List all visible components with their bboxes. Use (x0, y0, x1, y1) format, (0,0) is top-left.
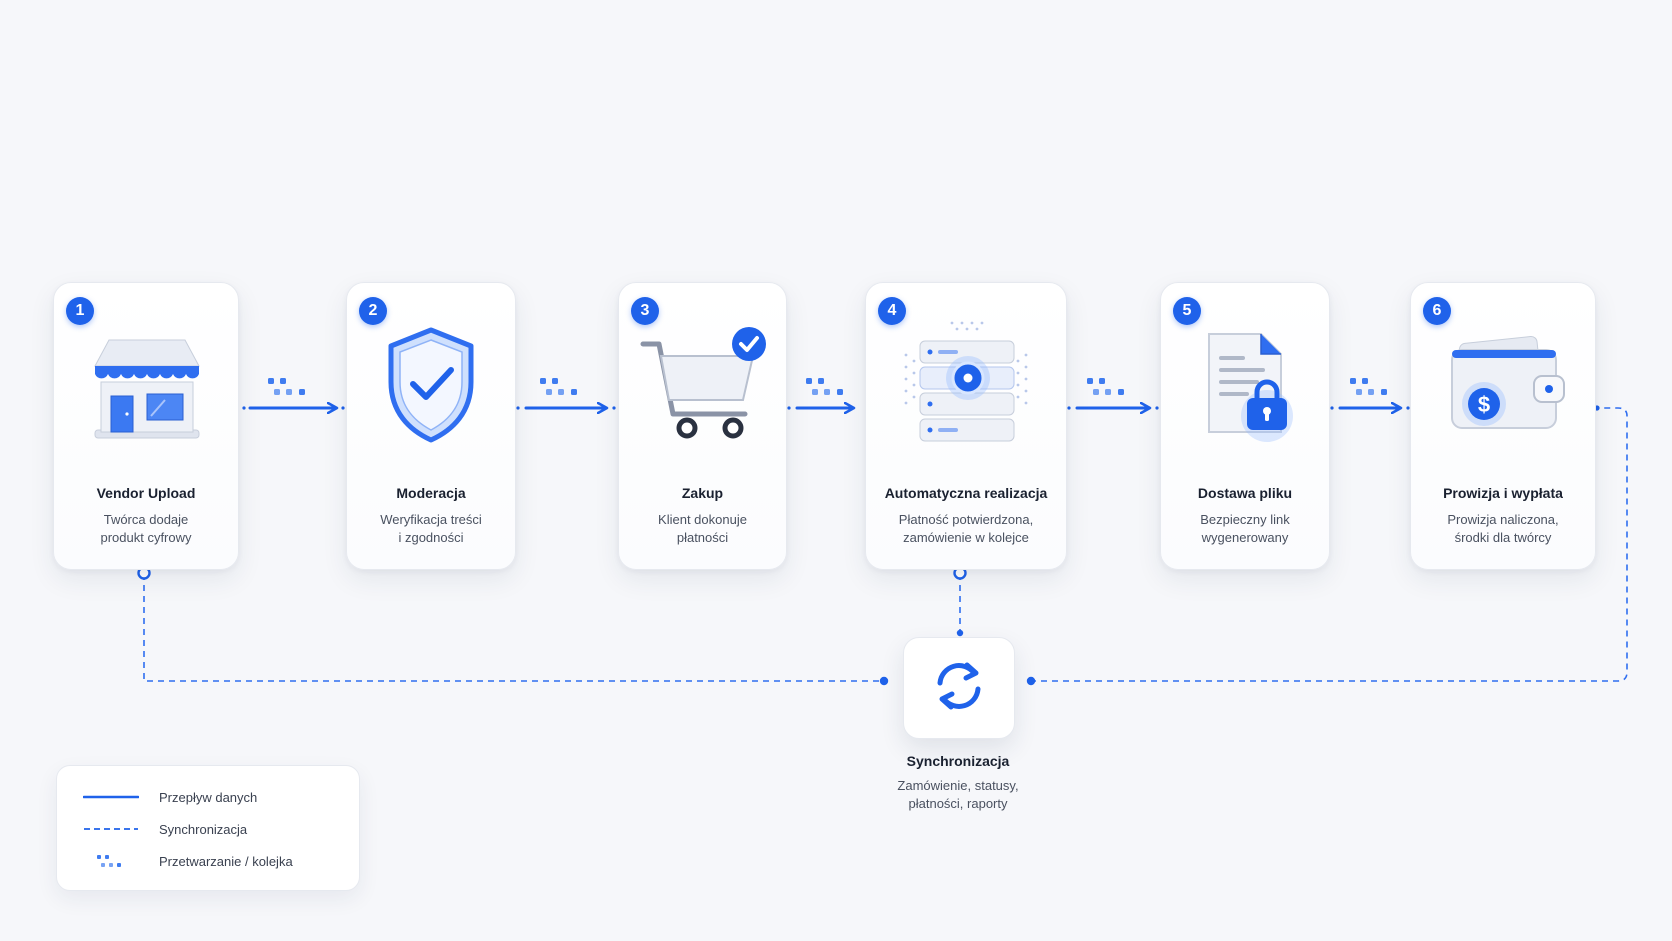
wallet-dollar-icon: $ (1438, 320, 1568, 455)
locked-document-icon (1185, 320, 1305, 455)
dashed-line-icon (83, 819, 139, 839)
step-number-badge: 3 (631, 297, 659, 325)
flow-arrow-2-3 (516, 378, 616, 410)
step-title: Vendor Upload (96, 485, 196, 501)
sync-description: Zamówienie, statusy,płatności, raporty (897, 778, 1019, 811)
step-title: Moderacja (396, 485, 466, 501)
step-number-badge: 6 (1423, 297, 1451, 325)
legend-item-dashed: Synchronizacja (83, 819, 247, 839)
step-number-badge: 4 (878, 297, 906, 325)
server-icon (886, 315, 1046, 460)
legend: Przepływ danych Synchronizacja Przetwarz… (56, 765, 360, 891)
step-card-6[interactable]: 6 $ Prowizja i wypłata Prowizja naliczon… (1410, 282, 1596, 570)
sync-hub[interactable] (903, 637, 1015, 739)
flow-arrow-4-5 (1067, 378, 1159, 410)
flow-arrow-5-6 (1330, 378, 1410, 410)
svg-text:$: $ (1478, 392, 1490, 417)
legend-label: Przepływ danych (159, 789, 258, 805)
legend-label: Synchronizacja (159, 821, 248, 837)
step-number-badge: 1 (66, 297, 94, 325)
sync-arrows-icon (926, 653, 992, 724)
shopping-cart-check-icon (633, 320, 773, 455)
step-card-4[interactable]: 4 (865, 282, 1067, 570)
step-title: Automatyczna realizacja (884, 485, 1048, 501)
solid-line-icon (83, 787, 139, 807)
legend-item-dots: Przetwarzanie / kolejka (83, 851, 293, 871)
dots-icon (83, 851, 139, 871)
step-title: Dostawa pliku (1197, 485, 1293, 501)
shield-check-icon (371, 320, 491, 455)
step-description: Prowizja naliczona,środki dla twórcy (1447, 512, 1559, 545)
sync-title: Synchronizacja (906, 753, 1010, 769)
step-number-badge: 2 (359, 297, 387, 325)
sync-connectors (143, 407, 1628, 682)
flow-arrow-1-2 (242, 378, 345, 410)
legend-item-solid: Przepływ danych (83, 787, 257, 807)
step-title: Zakup (681, 485, 724, 501)
step-number-badge: 5 (1173, 297, 1201, 325)
storefront-icon (81, 320, 211, 455)
flow-arrow-3-4 (787, 378, 853, 410)
step-title: Prowizja i wypłata (1443, 485, 1563, 501)
step-description: Płatność potwierdzona,zamówienie w kolej… (898, 512, 1034, 545)
legend-label: Przetwarzanie / kolejka (159, 853, 293, 869)
